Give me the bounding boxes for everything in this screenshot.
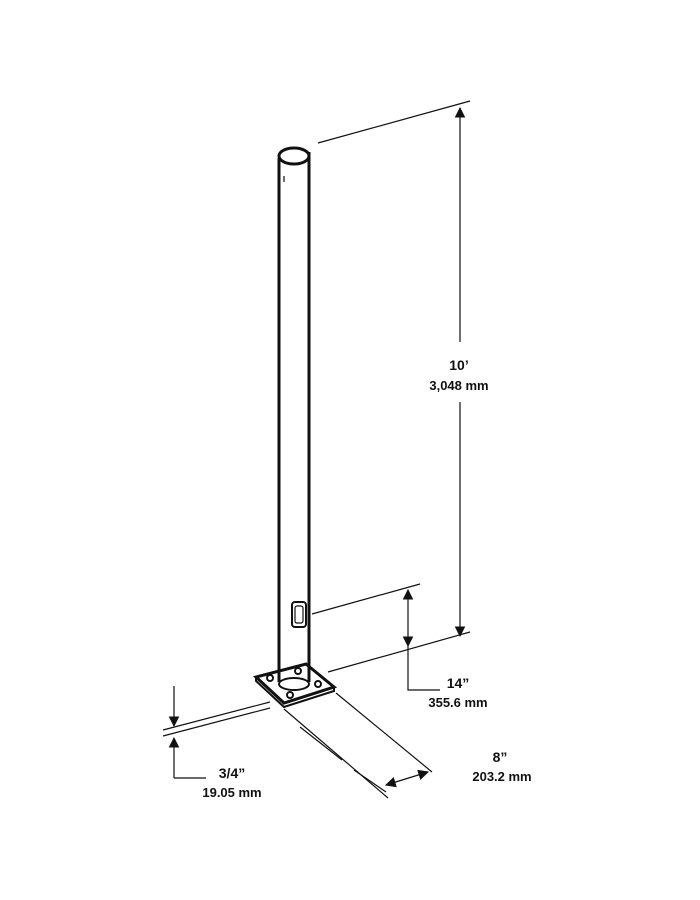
- plate-width-dimension: 8” 203.2 mm: [283, 692, 532, 799]
- plate-width-metric-label: 203.2 mm: [472, 769, 531, 784]
- height-ext-bottom: [327, 631, 471, 673]
- access-height-dimension: 14” 355.6 mm: [311, 583, 488, 710]
- anchor-hole-2: [286, 691, 294, 699]
- plate-ext-right: [335, 692, 433, 773]
- anchor-hole-1: [266, 674, 274, 682]
- plate-ext-left: [283, 708, 389, 799]
- height-dimension: 10’ 3,048 mm: [317, 100, 489, 673]
- plate-width-arrow: [384, 769, 430, 788]
- access-leader: [407, 646, 440, 691]
- plate-dim-line-a: [299, 726, 343, 761]
- plate-width-imperial-label: 8”: [493, 749, 508, 765]
- plate-dim-line-b: [353, 769, 387, 793]
- base-plate: [252, 662, 338, 709]
- hand-hole: [291, 601, 307, 628]
- height-imperial-label: 10’: [449, 357, 468, 373]
- thickness-ext-top: [162, 701, 271, 731]
- access-ext-top: [311, 583, 421, 615]
- pole-base-collar: [278, 677, 310, 691]
- pole: [277, 146, 311, 682]
- height-metric-label: 3,048 mm: [429, 378, 488, 393]
- height-ext-top: [317, 100, 471, 144]
- anchor-hole-4: [294, 667, 302, 675]
- thickness-imperial-label: 3/4”: [219, 765, 245, 781]
- hand-hole-inner: [294, 605, 304, 624]
- access-metric-label: 355.6 mm: [428, 695, 487, 710]
- thickness-metric-label: 19.05 mm: [202, 785, 261, 800]
- access-imperial-label: 14”: [447, 675, 470, 691]
- base-plate-thickness: [255, 677, 335, 709]
- pole-top-opening: [277, 146, 311, 166]
- thickness-ext-bottom: [162, 707, 271, 737]
- plate-thickness-dimension: 3/4” 19.05 mm: [162, 686, 271, 800]
- anchor-hole-3: [314, 680, 322, 688]
